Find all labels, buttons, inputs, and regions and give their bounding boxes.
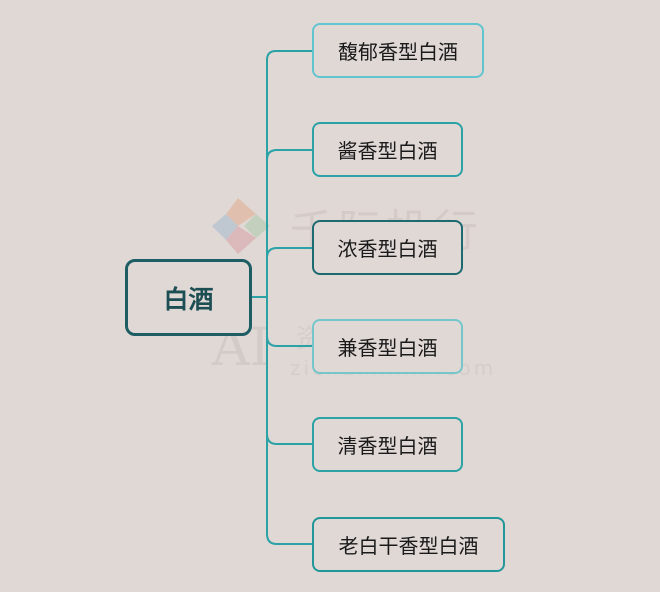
child-node-jian: 兼香型白酒: [312, 319, 463, 374]
child-node-qing: 清香型白酒: [312, 417, 463, 472]
connector-branch-5: [266, 533, 312, 545]
child-node-jiang: 酱香型白酒: [312, 122, 463, 177]
connector-branch-3: [266, 335, 312, 347]
root-node: 白酒: [125, 259, 252, 336]
child-node-laobaigan: 老白干香型白酒: [312, 517, 505, 572]
child-node-fuyu: 馥郁香型白酒: [312, 23, 484, 78]
connector-branch-0: [266, 50, 312, 61]
connector-branch-1: [266, 149, 312, 161]
child-node-nong: 浓香型白酒: [312, 220, 463, 275]
connector-branch-4: [266, 433, 312, 445]
connector-branch-2: [266, 247, 312, 259]
